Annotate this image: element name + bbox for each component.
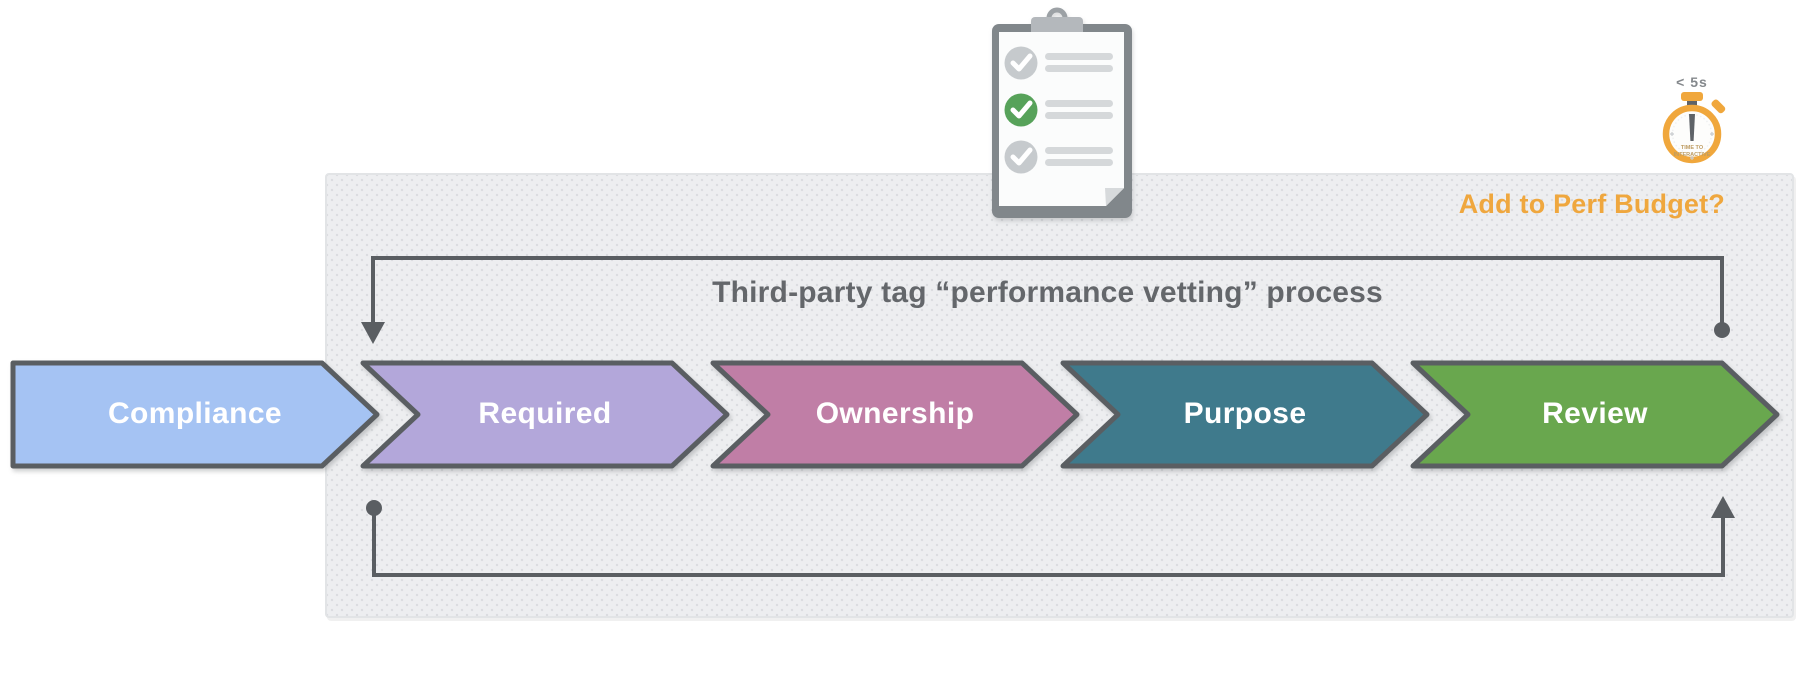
- check-circle-icon: [1004, 46, 1038, 80]
- time-to-interactive-badge: < 5s: [1676, 74, 1708, 90]
- stage-label-purpose: Purpose: [1183, 397, 1307, 430]
- check-circle-icon: [1004, 140, 1038, 174]
- perf-budget-question: Add to Perf Budget?: [1458, 189, 1725, 219]
- stage-label-required: Required: [478, 397, 612, 430]
- check-circle-checked-icon: [1004, 93, 1038, 127]
- stage-label-review: Review: [1542, 397, 1648, 430]
- stopwatch-icon: TIME TO INTERACTIVE: [1662, 92, 1726, 164]
- diagram-title: Third-party tag “performance vetting” pr…: [712, 276, 1383, 309]
- stopwatch-metric-line1: TIME TO: [1681, 145, 1704, 151]
- stage-label-compliance: Compliance: [107, 397, 283, 430]
- stopwatch-metric-line2: INTERACTIVE: [1674, 152, 1711, 158]
- vetting-process-panel: [325, 173, 1794, 618]
- stage-label-ownership: Ownership: [815, 397, 975, 430]
